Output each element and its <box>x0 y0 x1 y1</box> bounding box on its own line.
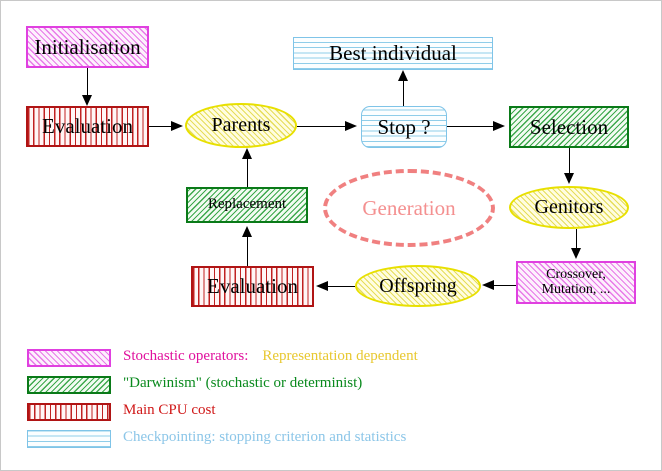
edge-crossover-to-offspring <box>494 285 516 286</box>
legend-label-main-cpu-cost: Main CPU cost <box>123 402 216 418</box>
arrowhead-selection-to-genitors <box>564 173 574 184</box>
legend-swatch-checkpointing <box>27 430 111 448</box>
node-selection[interactable]: Selection <box>509 106 629 148</box>
edge-stop-to-best <box>403 73 404 106</box>
arrowhead-replacement-to-parents <box>242 148 252 159</box>
legend-label-checkpointing: Checkpointing: stopping criterion and st… <box>123 429 407 445</box>
legend-label-darwinism: "Darwinism" (stochastic or determinist) <box>123 375 363 391</box>
edge-offspring-to-eval <box>328 286 355 287</box>
edge-selection-to-genitors <box>569 148 570 176</box>
edge-replacement-to-parents <box>247 159 248 187</box>
arrowhead-crossover-to-offspring <box>482 280 494 290</box>
node-replacement[interactable]: Replacement <box>186 187 308 223</box>
node-initialisation[interactable]: Initialisation <box>26 26 149 68</box>
legend-label-stochastic-operators: Stochastic operators: <box>123 348 249 364</box>
legend-swatch-darwinism <box>27 376 111 394</box>
legend-swatch-stochastic-operators <box>27 349 111 367</box>
legend-sublabel-representation-dependent: Representation dependent <box>262 348 418 364</box>
edge-stop-to-selection <box>447 126 495 127</box>
node-evaluation-top[interactable]: Evaluation <box>26 106 149 147</box>
node-crossover-mutation[interactable]: Crossover, Mutation, ... <box>516 261 636 304</box>
arrowhead-stop-to-selection <box>493 121 505 131</box>
arrowhead-init-to-eval <box>82 95 92 106</box>
arrowhead-offspring-to-eval <box>316 281 328 291</box>
edge-parents-to-stop <box>297 126 347 127</box>
node-parents[interactable]: Parents <box>185 103 297 148</box>
legend-swatch-main-cpu-cost <box>27 403 111 421</box>
node-evaluation-bottom[interactable]: Evaluation <box>191 266 314 307</box>
edge-genitors-to-crossover <box>576 229 577 250</box>
arrowhead-eval-to-replacement <box>242 226 252 237</box>
arrowhead-parents-to-stop <box>345 121 357 131</box>
generation-label: Generation <box>362 195 456 220</box>
node-genitors[interactable]: Genitors <box>509 186 629 229</box>
arrowhead-genitors-to-crossover <box>571 248 581 259</box>
legend-row-stochastic-operators: Stochastic operators: Representation depe… <box>123 348 418 365</box>
arrowhead-stop-to-best <box>398 70 408 81</box>
edge-eval-to-replacement <box>247 237 248 266</box>
node-best-individual[interactable]: Best individual <box>293 37 493 70</box>
edge-init-to-eval <box>87 68 88 98</box>
node-offspring[interactable]: Offspring <box>355 265 481 307</box>
node-generation-boundary: Generation <box>323 169 495 247</box>
edge-eval-to-parents <box>149 126 175 127</box>
arrowhead-eval-to-parents <box>171 121 183 131</box>
node-stop[interactable]: Stop ? <box>361 106 447 148</box>
